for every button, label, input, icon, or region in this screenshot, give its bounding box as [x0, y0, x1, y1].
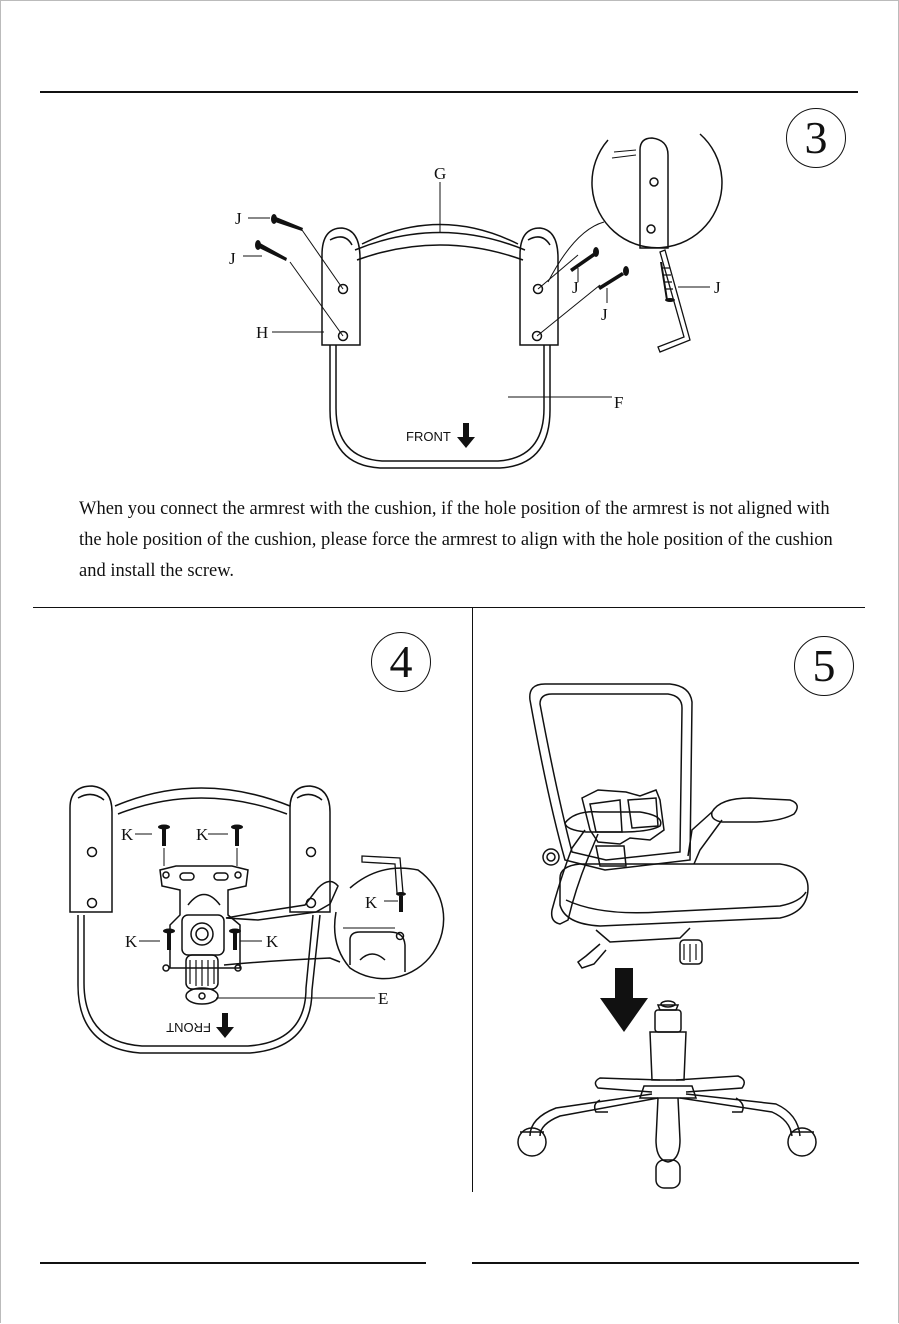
step-5-illustration [0, 0, 899, 1324]
